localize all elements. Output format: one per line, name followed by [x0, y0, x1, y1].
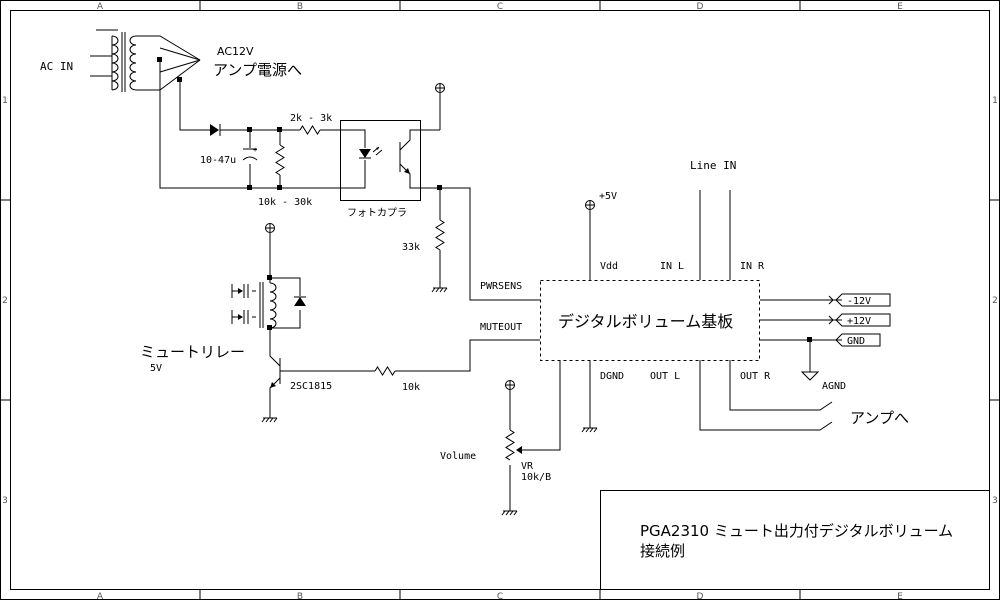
port-gnd: GND — [847, 336, 865, 347]
port-minus12v: -12V — [847, 296, 871, 307]
line-in-wiring: Line IN — [690, 159, 736, 280]
row-label-3-right: 3 — [992, 496, 998, 506]
power-sense-wiring — [157, 57, 350, 190]
photocoupler-output-wiring: 33k — [402, 83, 540, 301]
r-10k30k-label: 10k - 30k — [258, 197, 312, 208]
mute-relay-label: ミュートリレー — [140, 343, 245, 361]
to-amp-label: アンプへ — [850, 409, 909, 427]
out-r-label: OUT R — [740, 371, 771, 382]
row-label-1-right: 1 — [992, 96, 998, 106]
relay-contact-icon — [231, 284, 256, 324]
muteout-label: MUTEOUT — [480, 322, 522, 333]
plus5v-label: +5V — [599, 191, 617, 202]
rectifier-diode-icon — [210, 124, 221, 136]
in-l-label: IN L — [660, 261, 684, 272]
col-label-a-bottom: A — [97, 592, 104, 600]
row-label-3-left: 3 — [2, 496, 8, 506]
volume-potentiometer: Volume VR 10k/B — [440, 360, 561, 516]
power-ports: -12V +12V GND AGND — [760, 293, 891, 392]
row-label-2-right: 2 — [992, 296, 998, 306]
series-resistor-icon — [299, 125, 321, 135]
svg-text:+: + — [253, 146, 257, 154]
col-label-d-bottom: D — [697, 592, 704, 600]
col-label-c-top: C — [497, 2, 503, 12]
output-wiring: アンプへ — [699, 360, 909, 431]
vr-value-label: 10k/B — [521, 472, 551, 483]
col-label-b-top: B — [297, 2, 303, 12]
volume-label: Volume — [440, 451, 476, 462]
col-label-a-top: A — [97, 2, 104, 12]
bleeder-resistor-icon — [275, 144, 285, 176]
agnd-label: AGND — [822, 381, 846, 392]
col-label-e-top: E — [897, 2, 903, 12]
col-label-e-bottom: E — [897, 592, 903, 600]
photocoupler: フォトカプラ — [340, 120, 440, 219]
line-in-label: Line IN — [690, 159, 736, 172]
base-resistor-icon — [374, 339, 540, 376]
title-block: PGA2310 ミュート出力付デジタルボリューム 接続例 — [600, 490, 990, 590]
r-2k3k-label: 2k - 3k — [290, 113, 332, 124]
mute-relay — [259, 223, 306, 350]
transistor-label: 2SC1815 — [290, 381, 332, 392]
board-label: デジタルボリューム基板 — [558, 312, 733, 331]
col-label-b-bottom: B — [297, 592, 303, 600]
ac-in-label: AC IN — [40, 60, 73, 73]
pwrsens-label: PWRSENS — [480, 281, 522, 292]
capacitor-label: 10-47u — [200, 155, 236, 166]
in-r-label: IN R — [740, 261, 765, 272]
smoothing-capacitor-icon: + — [242, 146, 258, 161]
col-label-c-bottom: C — [497, 592, 503, 600]
digital-volume-board: デジタルボリューム基板 PWRSENS MUTEOUT Vdd IN L IN … — [480, 261, 771, 382]
relay-5v-label: 5V — [150, 363, 162, 374]
row-label-2-left: 2 — [2, 296, 8, 306]
ac12v-label: AC12V — [217, 45, 254, 58]
vr-label: VR — [521, 461, 534, 472]
amp-power-label: アンプ電源へ — [213, 61, 302, 79]
supply-5v: +5V — [585, 191, 617, 280]
col-label-d-top: D — [697, 2, 704, 12]
vdd-label: Vdd — [600, 261, 618, 272]
port-plus12v: +12V — [847, 316, 871, 327]
out-l-label: OUT L — [650, 371, 680, 382]
photocoupler-label: フォトカプラ — [347, 207, 407, 219]
dgnd-label: DGND — [600, 371, 624, 382]
title-line-2: 接続例 — [640, 542, 685, 560]
transformer: AC IN AC12V アンプ電源へ — [40, 29, 302, 92]
r-10k-label: 10k — [402, 382, 420, 393]
row-label-1-left: 1 — [2, 96, 8, 106]
dgnd-wiring — [581, 360, 598, 433]
title-line-1: PGA2310 ミュート出力付デジタルボリューム — [640, 522, 953, 540]
r-33k-label: 33k — [402, 242, 420, 253]
transistor-2sc1815 — [261, 350, 375, 423]
